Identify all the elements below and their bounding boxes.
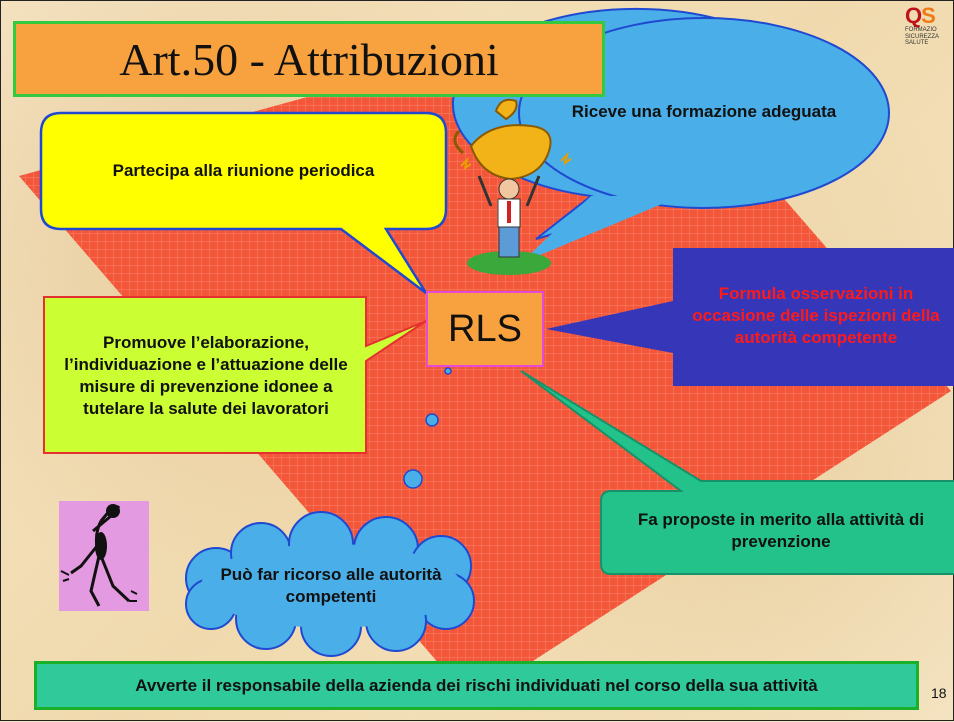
- bubble-riunione: Partecipa alla riunione periodica: [112, 161, 375, 180]
- bubble-formazione: Riceve una formazione adeguata: [571, 102, 837, 121]
- slide-title: Art.50 - Attribuzioni: [13, 21, 605, 97]
- cloud-ricorso: Può far ricorso alle autorità competenti: [220, 565, 442, 606]
- footer-avverte: Avverte il responsabile della azienda de…: [34, 661, 919, 710]
- thought-dot-large: [403, 469, 423, 489]
- thought-dot-medium: [425, 413, 439, 427]
- box-promuove: Promuove l’elaborazione, l’individuazion…: [64, 333, 348, 418]
- dancing-figure-icon: [59, 501, 149, 611]
- box-osservazioni: Formula osservazioni in occasione delle …: [692, 284, 940, 347]
- navy-box-shape: [546, 248, 954, 386]
- logo-line-2: SICUREZZA: [905, 33, 940, 40]
- thought-dot-small: [444, 367, 452, 375]
- logo-mark-q: Q: [905, 3, 922, 28]
- green-callout-shape: [520, 370, 954, 575]
- logo-line-1: FORMAZIO: [905, 27, 937, 33]
- logo-mark-s: S: [921, 3, 936, 28]
- page-number: 18: [931, 685, 947, 701]
- center-rls: RLS: [426, 291, 544, 367]
- yellow-bubble-shape: [39, 111, 448, 294]
- qs-logo-icon: QS FORMAZIO SICUREZZA SALUTE: [905, 5, 949, 47]
- lime-box-shape: [43, 296, 427, 454]
- callout-proposte: Fa proposte in merito alla attività di p…: [637, 510, 925, 551]
- trophy-figure-icon: [453, 98, 572, 275]
- logo-line-3: SALUTE: [905, 40, 929, 46]
